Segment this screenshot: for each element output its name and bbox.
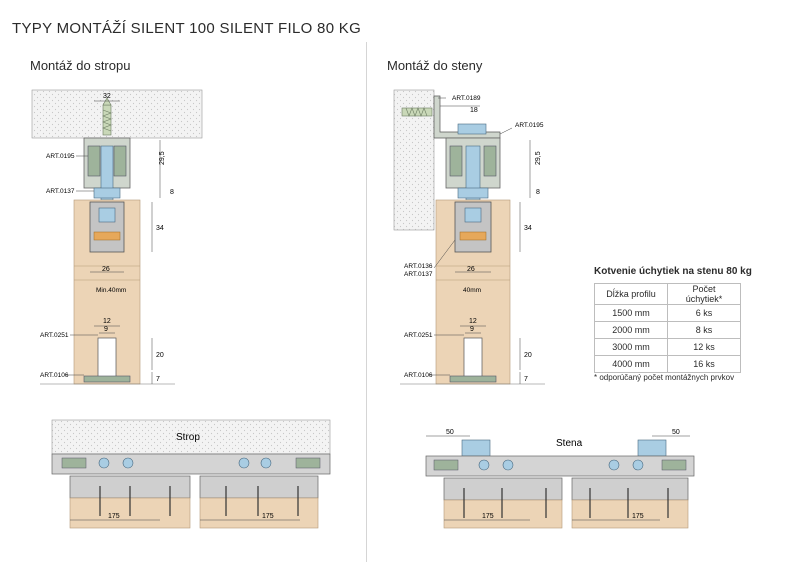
dim-295: 29,5 bbox=[159, 151, 166, 165]
wall-screw-icon bbox=[401, 107, 433, 117]
right-label-4: ART.0251 bbox=[404, 332, 433, 339]
left-label-1: ART.0137 bbox=[46, 188, 75, 195]
wall-wheel-left bbox=[449, 145, 463, 177]
wall-dim-34: 34 bbox=[524, 225, 532, 232]
wall-min-width: 40mm bbox=[463, 287, 481, 294]
wall-rail bbox=[425, 455, 695, 477]
dim-20: 20 bbox=[156, 352, 164, 359]
table-cell: 16 ks bbox=[667, 355, 741, 373]
screw-icon bbox=[102, 97, 112, 136]
wall-dim-9: 9 bbox=[470, 326, 474, 333]
stena-label: Stena bbox=[556, 438, 583, 449]
table-header: Dĺžka profilu bbox=[594, 283, 668, 305]
wall-bracket bbox=[433, 95, 501, 139]
wall-profile-insert bbox=[459, 231, 487, 241]
wall-dim-8: 8 bbox=[536, 189, 540, 196]
left-subtitle: Montáž do stropu bbox=[30, 58, 131, 73]
carriage-wheels bbox=[98, 457, 272, 469]
table-header-row: Dĺžka profilu Počet úchytiek* bbox=[594, 283, 741, 305]
stena-dim-1: 50 bbox=[672, 429, 680, 436]
wall-nut bbox=[457, 187, 489, 199]
wall-rail-view: Stena 50 50 175 175 bbox=[425, 429, 695, 529]
bracket-nut bbox=[457, 123, 487, 135]
table-cell: 8 ks bbox=[667, 321, 741, 339]
table-cell: 4000 mm bbox=[594, 355, 668, 373]
right-label-0: ART.0189 bbox=[452, 95, 481, 102]
right-label-5: ART.0106 bbox=[404, 372, 433, 379]
table-note: * odporúčaný počet montážnych prvkov bbox=[594, 373, 735, 382]
wall-dim-20: 20 bbox=[524, 352, 532, 359]
dim-8: 8 bbox=[170, 189, 174, 196]
wheel-left bbox=[87, 145, 101, 177]
dim-9: 9 bbox=[104, 326, 108, 333]
wall-bottom-guide-slot bbox=[463, 337, 483, 381]
dim-32: 32 bbox=[103, 93, 111, 100]
dim-18: 18 bbox=[470, 107, 478, 114]
wall-mount-section: 18 29,5 8 34 26 40mm 12 9 20 7 ART.0189 … bbox=[393, 89, 545, 385]
wall-door-leaf-right bbox=[571, 499, 689, 529]
strop-label: Strop bbox=[176, 432, 200, 443]
table-cell: 3000 mm bbox=[594, 338, 668, 356]
table-cell: 2000 mm bbox=[594, 321, 668, 339]
floor-guide bbox=[83, 375, 131, 383]
dim-12: 12 bbox=[103, 318, 111, 325]
page-title: TYPY MONTÁŽÍ SILENT 100 SILENT FILO 80 K… bbox=[12, 20, 362, 37]
wall-dim-12: 12 bbox=[469, 318, 477, 325]
stena-dim-3: 175 bbox=[632, 513, 644, 520]
column-divider bbox=[366, 42, 367, 562]
table-header: Počet úchytiek* bbox=[667, 283, 741, 305]
door-profile-right bbox=[199, 475, 319, 499]
right-label-3: ART.0137 bbox=[404, 271, 433, 278]
left-label-2: ART.0251 bbox=[40, 332, 69, 339]
anchor-table: Dĺžka profilu Počet úchytiek* 1500 mm 6 … bbox=[594, 283, 741, 373]
right-label-1: ART.0195 bbox=[515, 122, 544, 129]
table-cell: 1500 mm bbox=[594, 304, 668, 322]
nut bbox=[93, 187, 121, 199]
wall-floor-guide bbox=[449, 375, 497, 383]
min-width: Min.40mm bbox=[96, 287, 126, 294]
table-cell: 6 ks bbox=[667, 304, 741, 322]
wall-door-profile-left bbox=[443, 477, 563, 501]
ceiling-slab bbox=[31, 89, 203, 139]
dim-34: 34 bbox=[156, 225, 164, 232]
table-title: Kotvenie úchytiek na stenu 80 kg bbox=[594, 266, 752, 277]
strop-dim-1: 175 bbox=[262, 513, 274, 520]
table-row: 1500 mm 6 ks bbox=[594, 304, 741, 322]
profile-bolt-head bbox=[98, 207, 116, 223]
left-label-3: ART.0106 bbox=[40, 372, 69, 379]
table-row: 2000 mm 8 ks bbox=[594, 321, 741, 339]
bottom-guide-slot bbox=[97, 337, 117, 381]
table-row: 3000 mm 12 ks bbox=[594, 338, 741, 356]
ceiling-rail-view: Strop 175 175 bbox=[51, 419, 331, 529]
wall-profile-bolt-head bbox=[464, 207, 482, 223]
wall-door-leaf-left bbox=[443, 499, 563, 529]
table-cell: 12 ks bbox=[667, 338, 741, 356]
dim-26: 26 bbox=[102, 266, 110, 273]
profile-insert bbox=[93, 231, 121, 241]
wall-dim-7: 7 bbox=[524, 376, 528, 383]
wall-bracket-left bbox=[461, 439, 491, 457]
right-label-2: ART.0136 bbox=[404, 263, 433, 270]
wall-dim-295: 29,5 bbox=[535, 151, 542, 165]
stena-dim-2: 175 bbox=[482, 513, 494, 520]
wall-bracket-right bbox=[637, 439, 667, 457]
table-row: 4000 mm 16 ks bbox=[594, 355, 741, 373]
ceiling-mount-section: 32 29,5 8 34 26 Min.40mm 12 9 20 7 ART.0… bbox=[31, 89, 203, 385]
wall-carriage-wheels bbox=[478, 459, 644, 471]
wall-wheel-right bbox=[483, 145, 497, 177]
wheel-right bbox=[113, 145, 127, 177]
wall-dim-26: 26 bbox=[467, 266, 475, 273]
door-leaf-right bbox=[199, 497, 319, 529]
right-subtitle: Montáž do steny bbox=[387, 58, 483, 73]
dim-7: 7 bbox=[156, 376, 160, 383]
left-label-0: ART.0195 bbox=[46, 153, 75, 160]
ceiling-rail bbox=[51, 453, 331, 475]
strop-dim-0: 175 bbox=[108, 513, 120, 520]
stena-dim-0: 50 bbox=[446, 429, 454, 436]
